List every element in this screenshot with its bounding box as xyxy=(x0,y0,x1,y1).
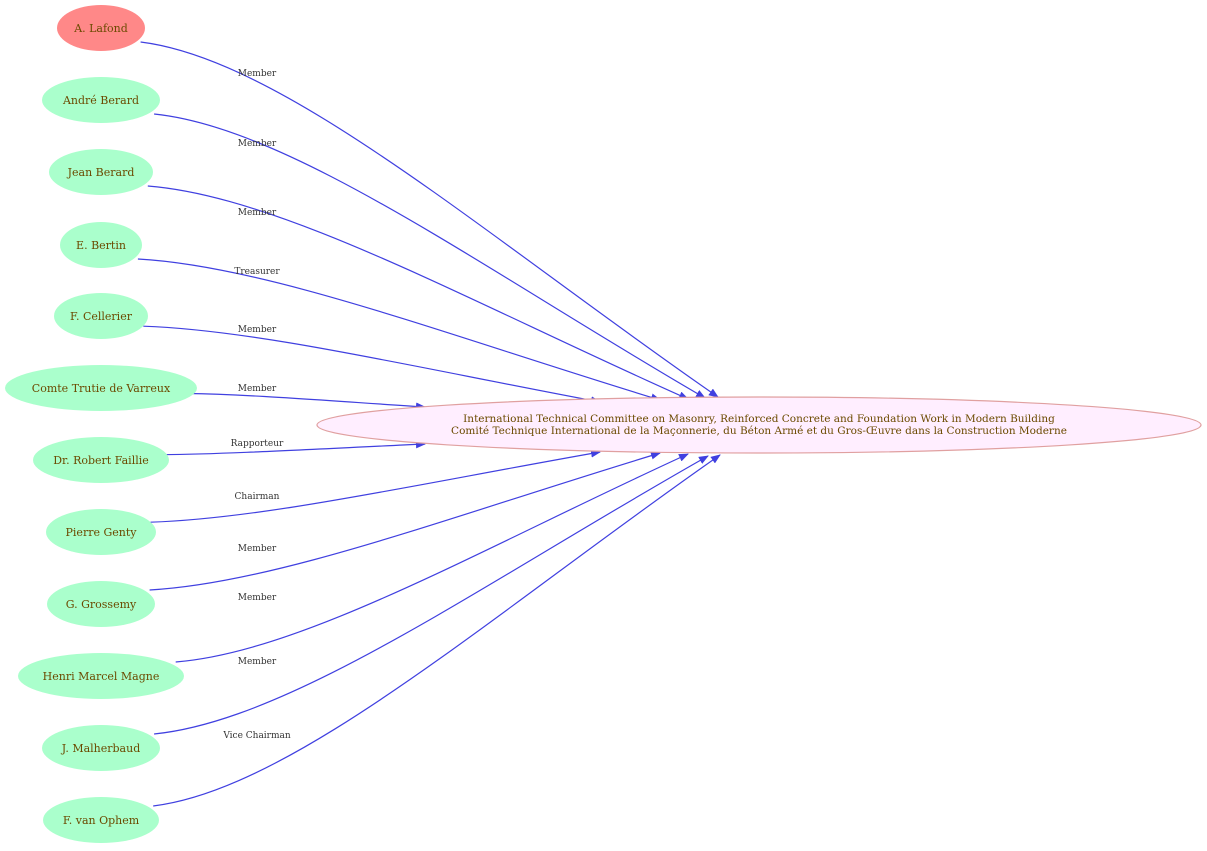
person-ellipse xyxy=(33,437,169,483)
person-node[interactable]: F. Cellerier xyxy=(54,293,148,339)
edge-role-label: Member xyxy=(238,593,277,603)
edge-7 xyxy=(162,440,426,456)
person-ellipse xyxy=(42,725,160,771)
edge-10 xyxy=(175,453,689,663)
person-name: Comte Trutie de Varreux xyxy=(32,382,171,395)
person-node[interactable]: Pierre Genty xyxy=(46,509,156,555)
edge-1 xyxy=(140,41,719,398)
edge-5 xyxy=(143,325,601,405)
person-node[interactable]: G. Grossemy xyxy=(47,581,155,627)
committee-name-en: International Technical Committee on Mas… xyxy=(463,413,1055,425)
person-node[interactable]: Dr. Robert Faillie xyxy=(33,437,169,483)
person-ellipse xyxy=(42,77,160,123)
edge-3 xyxy=(147,185,689,400)
edge-4 xyxy=(137,258,661,402)
edge-role-label: Member xyxy=(238,69,277,79)
person-name: G. Grossemy xyxy=(66,598,137,611)
person-ellipse xyxy=(18,653,184,699)
edge-role-label: Member xyxy=(238,139,277,149)
edge-role-label: Member xyxy=(238,208,277,218)
person-ellipse xyxy=(49,149,153,195)
person-node[interactable]: Henri Marcel Magne xyxy=(18,653,184,699)
edge-9 xyxy=(149,451,661,591)
person-ellipse xyxy=(54,293,148,339)
person-ellipse xyxy=(47,581,155,627)
person-ellipse xyxy=(5,365,197,411)
edge-role-label: Rapporteur xyxy=(231,439,284,449)
person-node[interactable]: Comte Trutie de Varreux xyxy=(5,365,197,411)
person-name: Henri Marcel Magne xyxy=(43,670,160,683)
person-node[interactable]: A. Lafond xyxy=(57,5,145,51)
person-ellipse xyxy=(43,797,159,843)
person-ellipse xyxy=(57,5,145,51)
person-name: E. Bertin xyxy=(76,239,126,252)
edge-8 xyxy=(150,449,601,523)
edges-layer: MemberMemberMemberTreasurerMemberMemberR… xyxy=(137,41,721,807)
edge-role-label: Member xyxy=(238,657,277,667)
edge-role-label: Treasurer xyxy=(234,267,280,277)
person-ellipse xyxy=(46,509,156,555)
edge-role-label: Vice Chairman xyxy=(222,731,291,741)
committee-node[interactable]: International Technical Committee on Mas… xyxy=(316,396,1202,454)
edge-role-label: Member xyxy=(238,325,277,335)
committee-name-fr: Comité Technique International de la Maç… xyxy=(451,425,1067,437)
edge-2 xyxy=(154,113,706,399)
edge-role-label: Member xyxy=(238,544,277,554)
person-node[interactable]: J. Malherbaud xyxy=(42,725,160,771)
edge-role-label: Chairman xyxy=(235,492,280,502)
person-name: André Berard xyxy=(62,94,139,107)
edge-11 xyxy=(154,455,709,735)
edge-12 xyxy=(153,454,721,807)
edge-6 xyxy=(187,392,426,411)
person-name: F. van Ophem xyxy=(63,814,140,827)
edge-role-label: Member xyxy=(238,384,277,394)
person-name: Jean Berard xyxy=(67,166,135,179)
committee-ellipse xyxy=(316,396,1202,454)
person-node[interactable]: E. Bertin xyxy=(60,222,142,268)
person-name: Pierre Genty xyxy=(66,526,138,539)
person-name: Dr. Robert Faillie xyxy=(53,454,149,467)
person-name: A. Lafond xyxy=(73,22,128,35)
person-node[interactable]: F. van Ophem xyxy=(43,797,159,843)
person-ellipse xyxy=(60,222,142,268)
person-name: F. Cellerier xyxy=(70,310,133,323)
person-node[interactable]: André Berard xyxy=(42,77,160,123)
person-node[interactable]: Jean Berard xyxy=(49,149,153,195)
person-name: J. Malherbaud xyxy=(61,742,140,755)
